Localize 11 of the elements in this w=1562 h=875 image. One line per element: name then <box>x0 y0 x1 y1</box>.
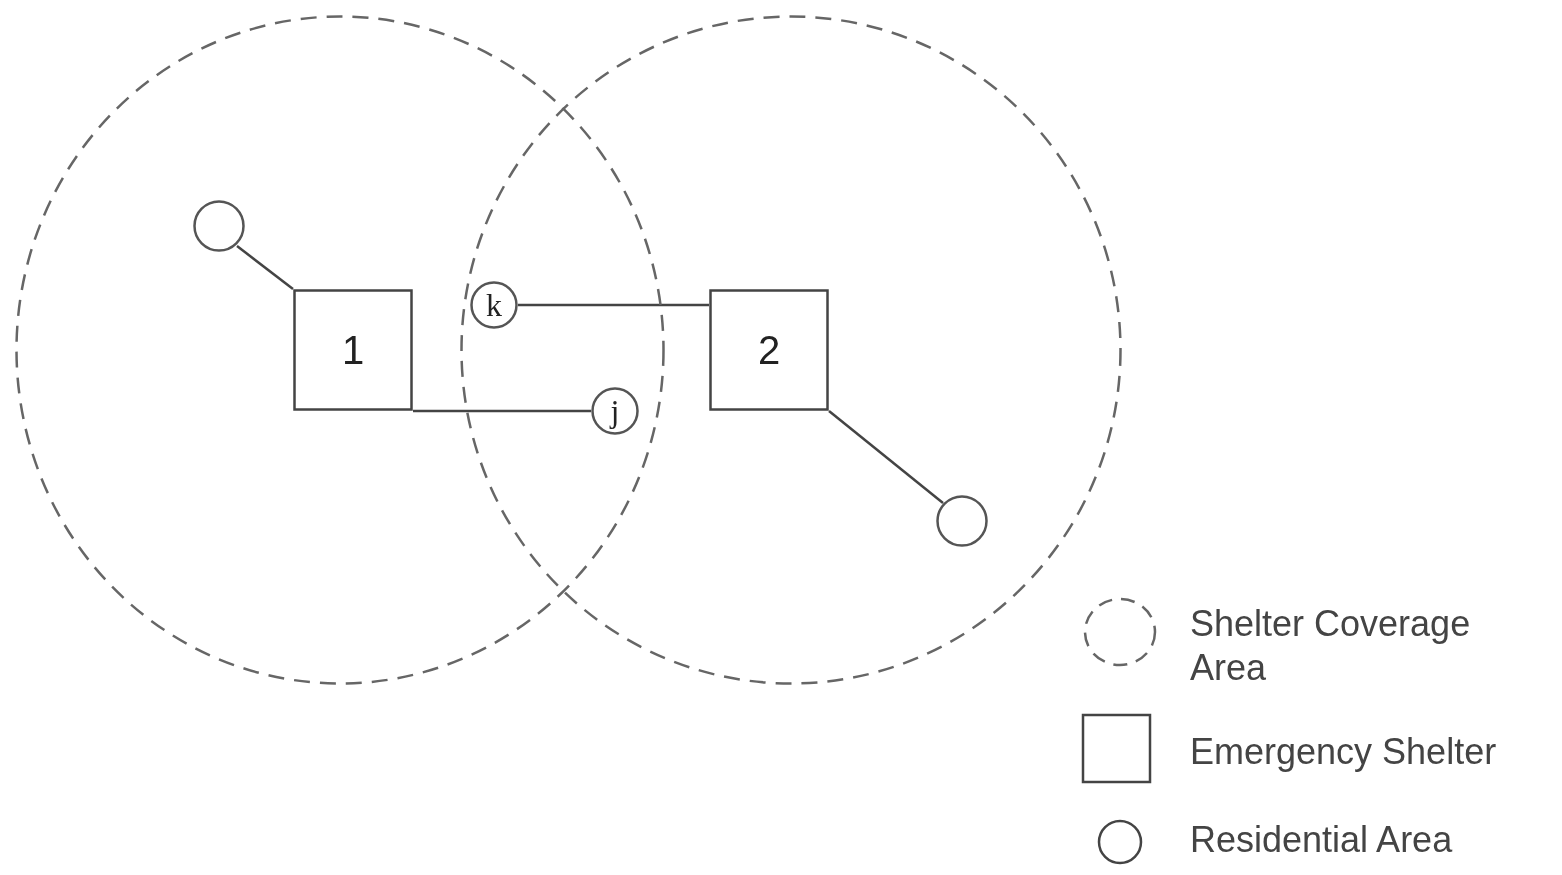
legend-label: Shelter Coverage Area <box>1190 602 1472 690</box>
connector-line <box>828 410 944 504</box>
legend-label: Emergency Shelter <box>1190 730 1497 774</box>
shelter-number: 2 <box>757 327 781 373</box>
connector-line <box>518 303 709 307</box>
legend-label: Residential Area <box>1190 818 1453 862</box>
area-letter: k <box>486 289 502 321</box>
shelter-number: 1 <box>341 327 365 373</box>
area-letter: j <box>610 395 620 427</box>
connector-line <box>236 245 294 290</box>
connector-line <box>413 409 591 413</box>
